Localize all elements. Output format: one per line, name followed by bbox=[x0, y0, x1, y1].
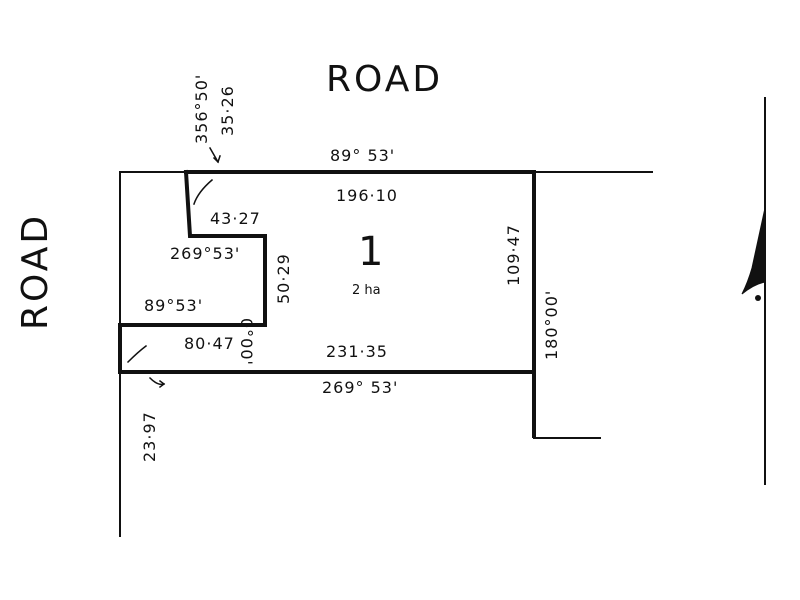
notch-bottom-length: 80·47 bbox=[184, 334, 235, 353]
north-arrow-icon bbox=[741, 207, 766, 301]
south-bearing: 269° 53' bbox=[322, 378, 399, 397]
lot-area: 2 ha bbox=[352, 283, 381, 298]
north-bearing: 89° 53' bbox=[330, 146, 396, 165]
notch-bearing-top: 269°53' bbox=[170, 244, 241, 263]
west-length: 23·97 bbox=[140, 411, 159, 462]
lot-1-boundary bbox=[118, 169, 536, 438]
notch-bearing-bottom: 89°53' bbox=[144, 296, 204, 315]
leader-arrow-west bbox=[148, 376, 165, 386]
corner-arc-north bbox=[193, 178, 214, 205]
east-length: 109·47 bbox=[504, 224, 523, 286]
corner-bearing: 356°50' bbox=[192, 73, 211, 144]
road-label-north: ROAD bbox=[326, 59, 444, 100]
notch-side-length: 50·29 bbox=[274, 253, 293, 304]
notch-top-length: 43·27 bbox=[210, 209, 261, 228]
corner-length: 35·26 bbox=[218, 85, 237, 136]
corner-arc-south bbox=[126, 344, 148, 364]
notch-side-bearing: 0°00' bbox=[237, 318, 256, 366]
lot-number: 1 bbox=[358, 229, 384, 275]
south-length: 231·35 bbox=[326, 342, 388, 361]
east-bearing: 180°00' bbox=[542, 289, 561, 360]
north-length: 196·10 bbox=[336, 186, 398, 205]
road-label-west: ROAD bbox=[15, 212, 56, 330]
